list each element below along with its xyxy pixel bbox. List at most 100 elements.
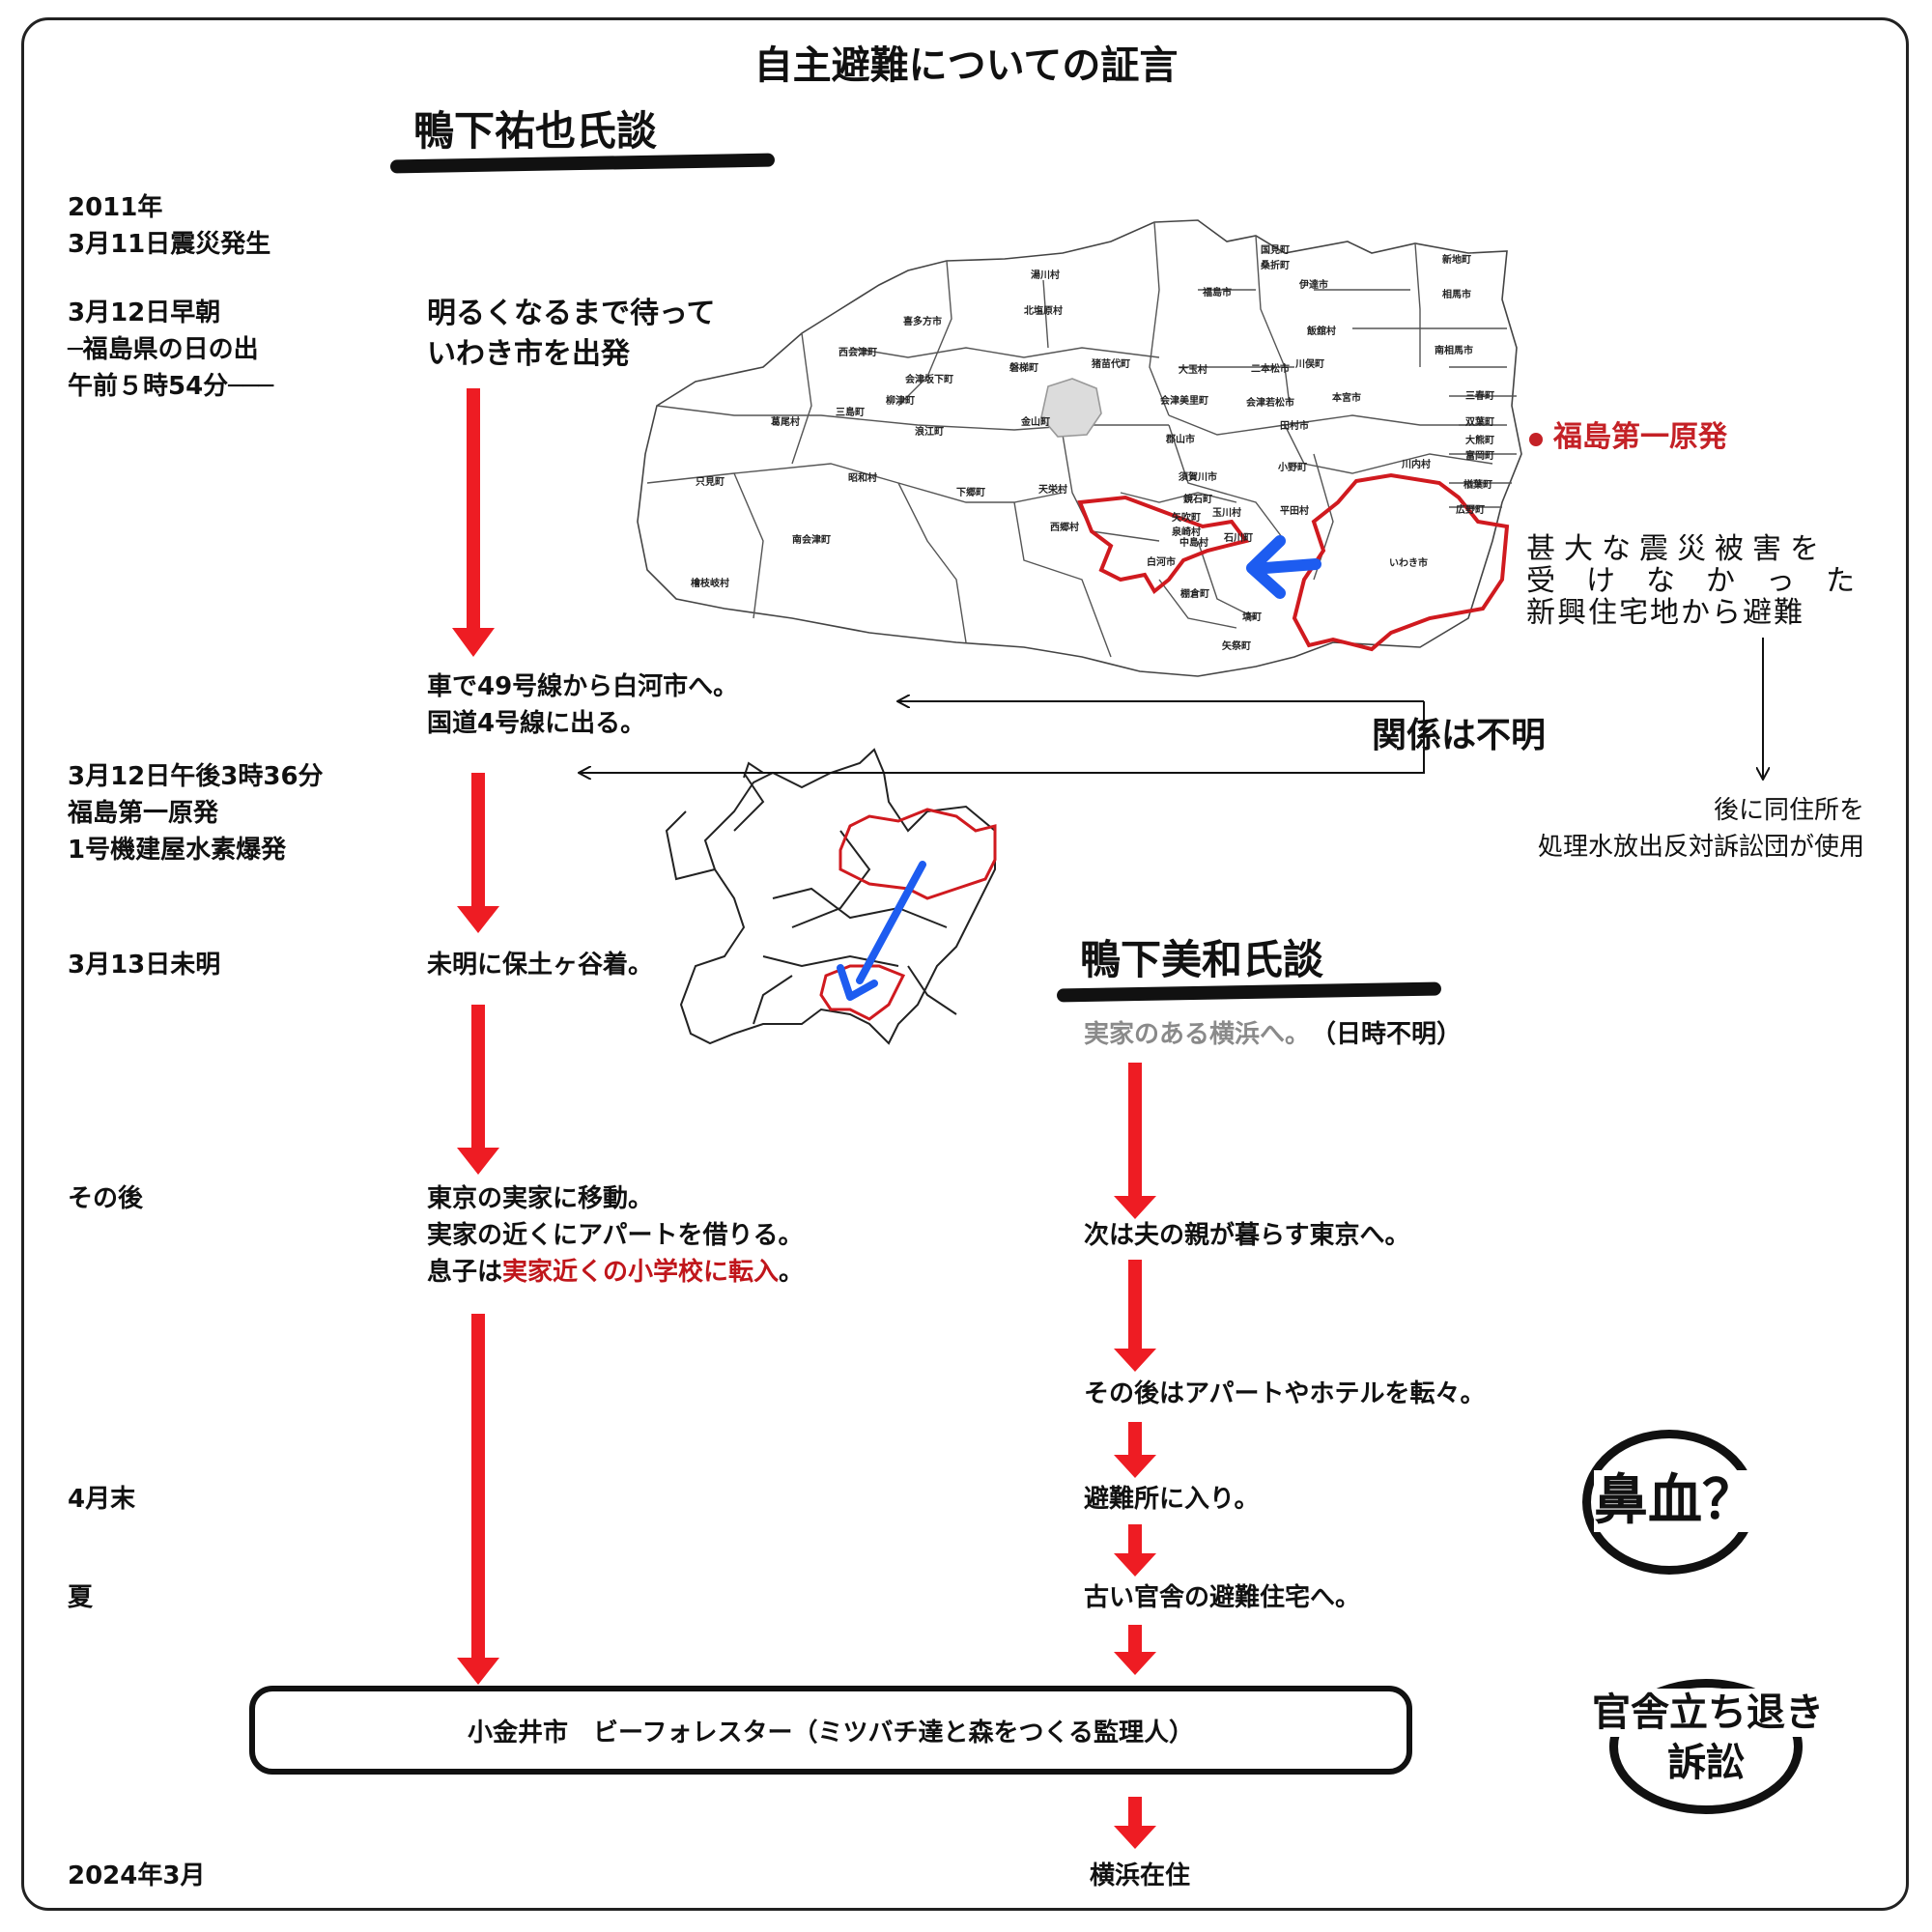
note-line: 後に同住所を — [1713, 796, 1864, 825]
municipality-label: 猪苗代町 — [1091, 357, 1130, 370]
p2-arrow-shaft — [1128, 1422, 1142, 1457]
municipality-label: 双葉町 — [1465, 415, 1494, 428]
kanto-border — [772, 887, 948, 928]
timeline-line: ─福島県の日の出 — [68, 335, 259, 364]
p2-arrow-head — [1114, 1455, 1156, 1478]
page-title: 自主避難についての証言 — [753, 43, 1179, 88]
municipality-label: 南会津町 — [792, 533, 831, 546]
municipality-label: 大熊町 — [1465, 434, 1494, 446]
p2-step-shelter: 避難所に入り。 — [1084, 1485, 1260, 1514]
municipality-label: 湯川村 — [1031, 269, 1060, 281]
p1-arrows — [452, 388, 499, 1685]
municipality-label: 平田村 — [1280, 504, 1309, 517]
municipality-label: 柳津町 — [886, 394, 915, 407]
shirakawa-highlight — [1077, 495, 1250, 595]
kanto-border — [753, 975, 793, 1025]
municipality-label: 三島町 — [836, 406, 865, 418]
municipality-label: 磐梯町 — [1009, 361, 1038, 374]
kanto-outline — [679, 748, 996, 1045]
municipality-label: 富岡町 — [1465, 449, 1494, 462]
p1-step-line: 東京の実家に移動。 — [427, 1184, 654, 1213]
municipal-border — [897, 260, 952, 407]
municipality-label: 新地町 — [1442, 253, 1471, 266]
p1-step-line: 息子は実家近くの小学校に転入。 — [427, 1254, 804, 1291]
lawsuit-text-1: 官舎立ち退き — [1544, 1689, 1872, 1737]
municipality-label: 棚倉町 — [1180, 587, 1209, 600]
p1-step-line: 実家の近くにアパートを借りる。 — [427, 1221, 804, 1250]
municipality-label: 広野町 — [1456, 503, 1485, 516]
municipal-border — [1120, 492, 1237, 503]
p1-arrow-head — [457, 906, 499, 933]
p1-arrow-shaft — [471, 1314, 485, 1660]
municipal-border — [1255, 235, 1291, 407]
kanto-map — [665, 748, 997, 1045]
note-later-use: 後に同住所を 処理水放出反対訴訟団が使用 — [1420, 792, 1864, 866]
timeline-line: 午前５時54分─── — [68, 372, 274, 401]
municipality-label: 田村市 — [1280, 419, 1309, 432]
p1-arrow-shaft — [467, 388, 480, 630]
municipality-label: いわき市 — [1389, 556, 1428, 569]
p2-step-yokohama: 実家のある横浜へ。（日時不明） — [1084, 1016, 1462, 1053]
person2-heading: 鴨下美和氏談 — [1080, 936, 1324, 983]
municipal-border — [1313, 453, 1334, 581]
p2-arrow-shaft — [1128, 1625, 1142, 1654]
municipality-label: 相馬市 — [1442, 288, 1471, 300]
municipality-label: 川俣町 — [1294, 357, 1324, 370]
timeline-line: 2011年 — [68, 193, 163, 222]
municipality-label: 川内村 — [1401, 458, 1431, 470]
timeline-line: 3月12日早朝 — [68, 298, 221, 327]
p2-step-housing: 古い官舎の避難住宅へ。 — [1084, 1583, 1361, 1612]
municipality-label: 葛尾村 — [770, 415, 800, 428]
municipality-label: 浪江町 — [915, 425, 944, 438]
municipal-border — [1284, 424, 1493, 474]
p1-step-highlight: 実家近くの小学校に転入 — [502, 1258, 780, 1287]
municipality-labels: 国見町桑折町伊達市新地町湯川村福島市相馬市喜多方市北塩原村西会津町飯舘村会津坂下… — [691, 244, 1494, 652]
timeline-after: その後 — [68, 1184, 144, 1213]
municipality-label: 西郷村 — [1050, 521, 1079, 533]
municipality-label: 大玉村 — [1179, 363, 1208, 376]
timeline-2011: 2011年 3月11日震災発生 — [68, 189, 270, 263]
p1-step-line: 明るくなるまで待って — [427, 297, 716, 330]
municipality-label: 昭和村 — [848, 471, 877, 484]
municipality-label: 南相馬市 — [1435, 344, 1473, 356]
p1-step-prefix: 息子は — [427, 1258, 503, 1287]
p2-arrow-head — [1114, 1826, 1156, 1849]
municipal-border — [1042, 279, 1049, 349]
p1-step-depart: 明るくなるまで待って いわき市を出発 — [427, 294, 716, 375]
p2-step-rest: （日時不明） — [1323, 1020, 1463, 1049]
p1-arrow-shaft — [471, 773, 485, 908]
p2-step-tokyo: 次は夫の親が暮らす東京へ。 — [1084, 1221, 1410, 1250]
note-new-housing: 甚大な震災被害を 受けなかった 新興住宅地から避難 — [1526, 533, 1886, 629]
timeline-line: 3月11日震災発生 — [68, 230, 271, 259]
municipal-border — [1414, 242, 1421, 367]
p2-arrow-shaft — [1128, 1797, 1142, 1828]
municipality-label: 飯舘村 — [1306, 325, 1336, 337]
municipal-border — [897, 482, 967, 643]
blue-route-arrow — [1260, 558, 1321, 574]
municipality-label: 下郷町 — [956, 486, 985, 498]
municipality-label: 天栄村 — [1038, 483, 1067, 496]
p2-arrows — [1114, 1063, 1156, 1849]
timeline-mar13: 3月13日未明 — [68, 951, 221, 980]
timeline-april-end: 4月末 — [68, 1485, 136, 1514]
destination-text: 小金井市 ビーフォレスター（ミツバチ達と森をつくる監理人） — [468, 1718, 1194, 1747]
timeline-mar12-explosion: 3月12日午後3時36分 福島第一原発 1号機建屋水素爆発 — [68, 758, 324, 868]
municipal-border — [849, 347, 1160, 358]
fukushima-outline — [637, 219, 1522, 677]
relation-label: 関係は不明 — [1372, 716, 1547, 755]
timeline-line: 3月12日午後3時36分 — [68, 762, 324, 791]
note-line: 甚大な震災被害を — [1526, 532, 1828, 566]
fukushima-map: 国見町桑折町伊達市新地町湯川村福島市相馬市喜多方市北塩原村西会津町飯舘村会津坂下… — [637, 219, 1543, 677]
municipality-label: 国見町 — [1261, 244, 1290, 256]
municipality-label: 楢葉町 — [1463, 478, 1492, 491]
p1-step-tokyo: 東京の実家に移動。 実家の近くにアパートを借りる。 息子は実家近くの小学校に転入… — [427, 1180, 804, 1291]
note-line: 処理水放出反対訴訟団が使用 — [1537, 833, 1864, 862]
municipality-label: 金山町 — [1020, 415, 1050, 428]
p1-arrow-head — [457, 1658, 499, 1685]
municipality-label: 小野町 — [1277, 461, 1307, 473]
p1-arrow-head — [452, 628, 495, 657]
p2-arrow-shaft — [1128, 1524, 1142, 1555]
inawashiro-lake — [1040, 378, 1102, 438]
tochigi-highlight — [838, 808, 997, 900]
